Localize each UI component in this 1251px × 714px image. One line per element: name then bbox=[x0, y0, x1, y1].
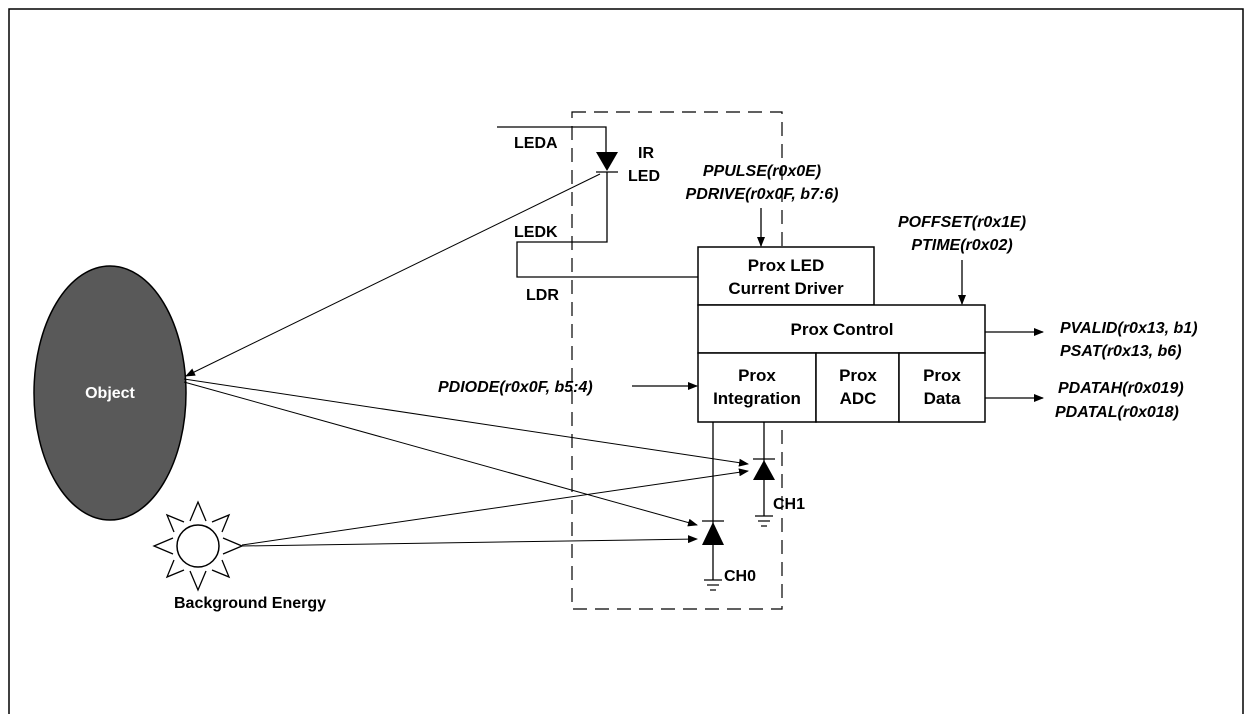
ledk-wire bbox=[516, 172, 698, 278]
ch1-ground-icon bbox=[755, 515, 773, 527]
leda-wire bbox=[497, 126, 607, 152]
leda-label: LEDA bbox=[514, 135, 558, 152]
ray-sun-to-ch0 bbox=[241, 535, 698, 547]
ch1-diode bbox=[753, 460, 775, 480]
prox-led-driver-line2: Current Driver bbox=[728, 279, 844, 298]
prox-control-block bbox=[697, 304, 986, 354]
prox-adc-line1: Prox bbox=[839, 366, 877, 385]
psat-register: PSAT(r0x13, b6) bbox=[1060, 343, 1182, 360]
prox-adc-line2: ADC bbox=[840, 389, 877, 408]
prox-integration-line2: Integration bbox=[713, 389, 801, 408]
prox-control-label: Prox Control bbox=[791, 320, 894, 339]
ptime-register: PTIME(r0x02) bbox=[911, 237, 1012, 254]
ch0-label: CH0 bbox=[724, 568, 756, 585]
ch0-ground-icon bbox=[704, 579, 722, 591]
pdrive-register: PDRIVE(r0x0F, b7:6) bbox=[686, 186, 839, 203]
outer-frame bbox=[8, 8, 1244, 714]
pdatal-register: PDATAL(r0x018) bbox=[1055, 404, 1179, 421]
ldr-label: LDR bbox=[526, 287, 559, 304]
ray-led-to-object bbox=[185, 173, 601, 377]
prox-data-line1: Prox bbox=[923, 366, 961, 385]
object-ellipse bbox=[33, 265, 187, 521]
background-energy-label: Background Energy bbox=[174, 595, 326, 612]
prox-integration-block bbox=[697, 352, 817, 423]
pdiode-register: PDIODE(r0x0F, b5:4) bbox=[438, 379, 593, 396]
prox-integration-line1: Prox bbox=[738, 366, 776, 385]
prox-data-block bbox=[898, 352, 986, 423]
ray-object-to-ch1 bbox=[183, 378, 749, 467]
prox-data-line2: Data bbox=[924, 389, 961, 408]
ir-label: IR bbox=[638, 145, 654, 162]
pdatah-register: PDATAH(r0x019) bbox=[1058, 380, 1184, 397]
poffset-register: POFFSET(r0x1E) bbox=[898, 214, 1026, 231]
object-label: Object bbox=[85, 385, 135, 402]
ch1-label: CH1 bbox=[773, 496, 805, 513]
ray-object-to-ch0 bbox=[183, 381, 698, 527]
pvalid-register: PVALID(r0x13, b1) bbox=[1060, 320, 1198, 337]
ir-led-symbol bbox=[596, 152, 618, 171]
led-label: LED bbox=[628, 168, 660, 185]
sun-icon bbox=[152, 500, 244, 592]
prox-led-driver-block bbox=[697, 246, 875, 306]
ch0-diode bbox=[702, 522, 724, 545]
ppulse-register: PPULSE(r0x0E) bbox=[703, 163, 821, 180]
prox-adc-block bbox=[815, 352, 900, 423]
prox-led-driver-line1: Prox LED bbox=[748, 256, 825, 275]
ray-sun-to-ch1 bbox=[241, 468, 749, 546]
ledk-label: LEDK bbox=[514, 224, 558, 241]
